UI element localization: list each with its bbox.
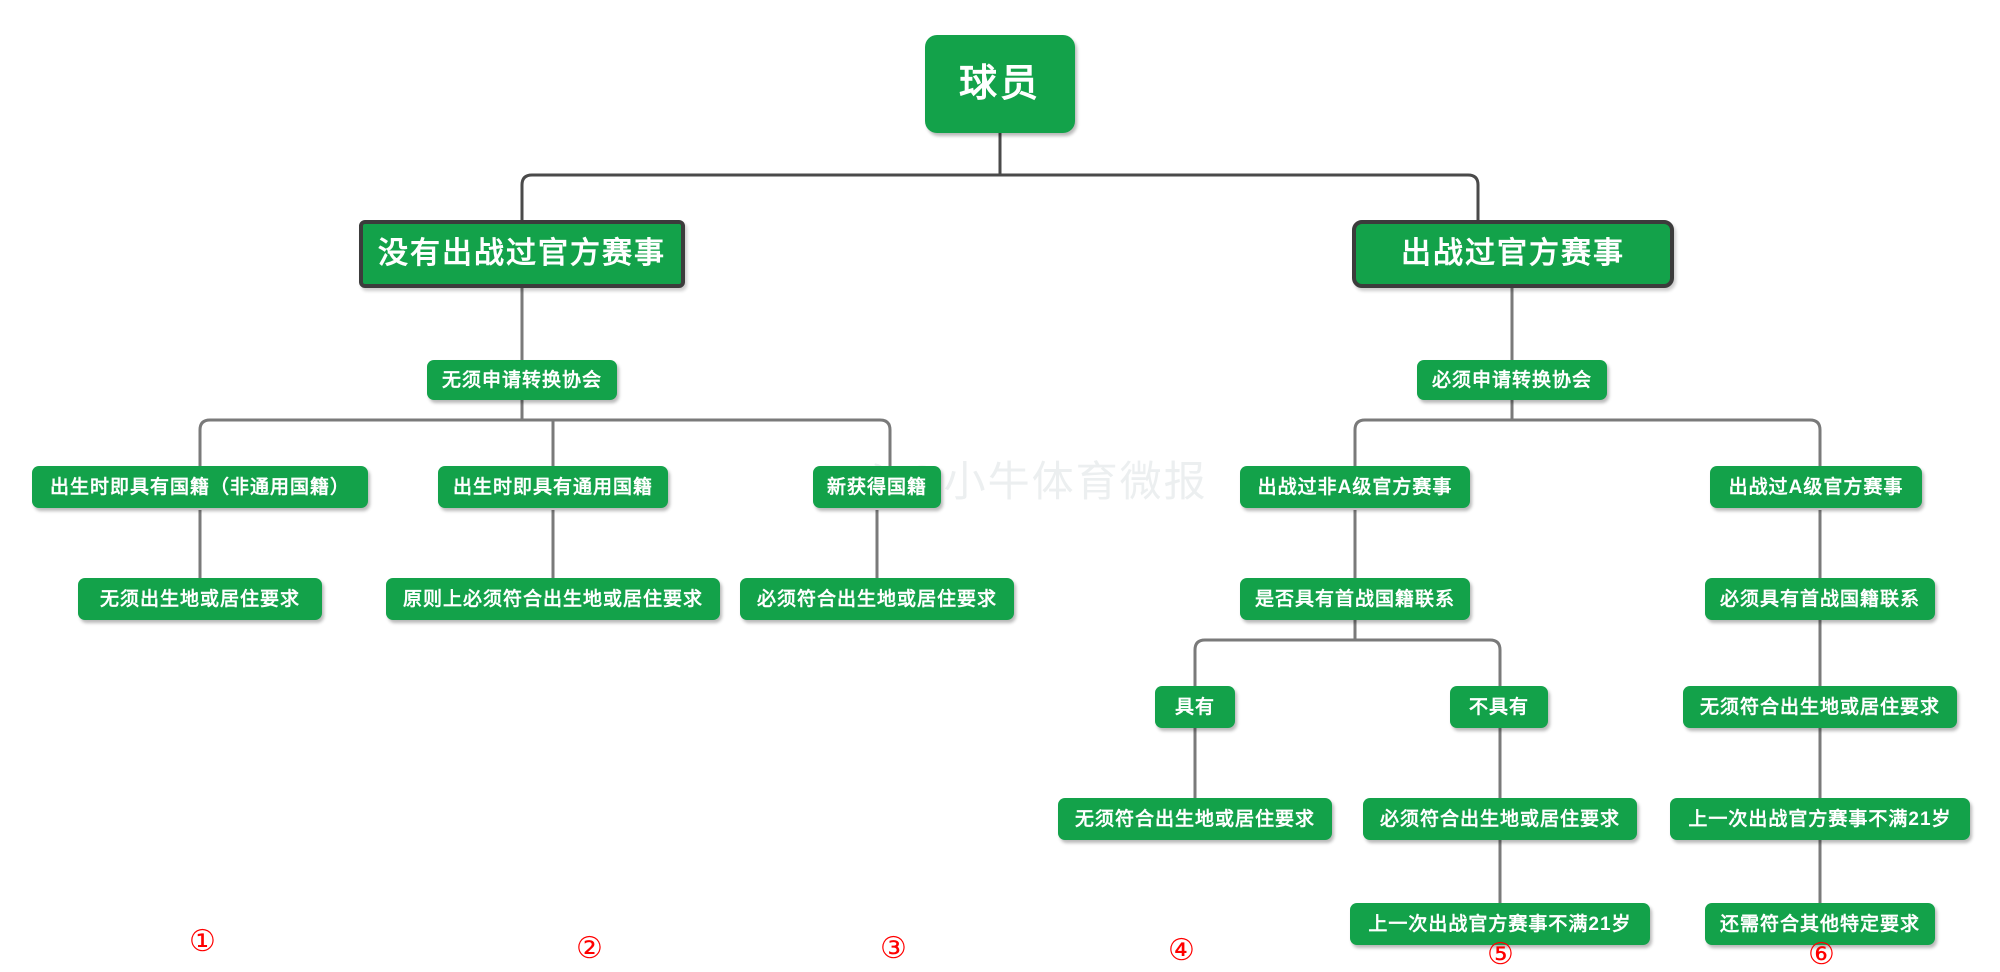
node-no-birth-residence-requirement-2[interactable]: 无须符合出生地或居住要求 bbox=[1058, 798, 1332, 840]
node-has-link[interactable]: 具有 bbox=[1155, 686, 1235, 728]
node-root[interactable]: 球员 bbox=[925, 35, 1075, 133]
node-left-branch[interactable]: 没有出战过官方赛事 bbox=[359, 220, 685, 288]
node-played-non-a-level-match[interactable]: 出战过非A级官方赛事 bbox=[1240, 466, 1470, 508]
node-no-birth-residence-requirement-3[interactable]: 无须符合出生地或居住要求 bbox=[1683, 686, 1957, 728]
node-no-birth-residence-requirement-1[interactable]: 无须出生地或居住要求 bbox=[78, 578, 322, 620]
node-other-specific-requirements[interactable]: 还需符合其他特定要求 bbox=[1705, 903, 1935, 945]
node-right-association[interactable]: 必须申请转换协会 bbox=[1417, 360, 1607, 400]
index-marker-6: ⑥ bbox=[1808, 937, 1835, 972]
node-no-link[interactable]: 不具有 bbox=[1450, 686, 1548, 728]
node-must-have-first-match-nationality-link[interactable]: 必须具有首战国籍联系 bbox=[1705, 578, 1935, 620]
node-left-association[interactable]: 无须申请转换协会 bbox=[427, 360, 617, 400]
node-first-match-nationality-link-question[interactable]: 是否具有首战国籍联系 bbox=[1240, 578, 1470, 620]
node-newly-acquired-nationality[interactable]: 新获得国籍 bbox=[813, 466, 941, 508]
node-last-match-under-21-1[interactable]: 上一次出战官方赛事不满21岁 bbox=[1350, 903, 1650, 945]
node-played-a-level-match[interactable]: 出战过A级官方赛事 bbox=[1710, 466, 1922, 508]
node-principle-birth-residence-requirement[interactable]: 原则上必须符合出生地或居住要求 bbox=[386, 578, 720, 620]
node-last-match-under-21-2[interactable]: 上一次出战官方赛事不满21岁 bbox=[1670, 798, 1970, 840]
index-marker-5: ⑤ bbox=[1487, 937, 1514, 972]
node-right-branch[interactable]: 出战过官方赛事 bbox=[1352, 220, 1674, 288]
watermark-text: @小牛体育微报 bbox=[899, 458, 1208, 505]
index-marker-2: ② bbox=[576, 931, 603, 966]
node-must-meet-birth-residence-requirement-2[interactable]: 必须符合出生地或居住要求 bbox=[1363, 798, 1637, 840]
index-marker-3: ③ bbox=[880, 931, 907, 966]
node-birth-common-nationality[interactable]: 出生时即具有通用国籍 bbox=[438, 466, 668, 508]
node-must-meet-birth-residence-requirement-1[interactable]: 必须符合出生地或居住要求 bbox=[740, 578, 1014, 620]
index-marker-4: ④ bbox=[1168, 933, 1195, 968]
index-marker-1: ① bbox=[189, 924, 216, 959]
node-birth-nationality-non-common[interactable]: 出生时即具有国籍（非通用国籍） bbox=[32, 466, 368, 508]
